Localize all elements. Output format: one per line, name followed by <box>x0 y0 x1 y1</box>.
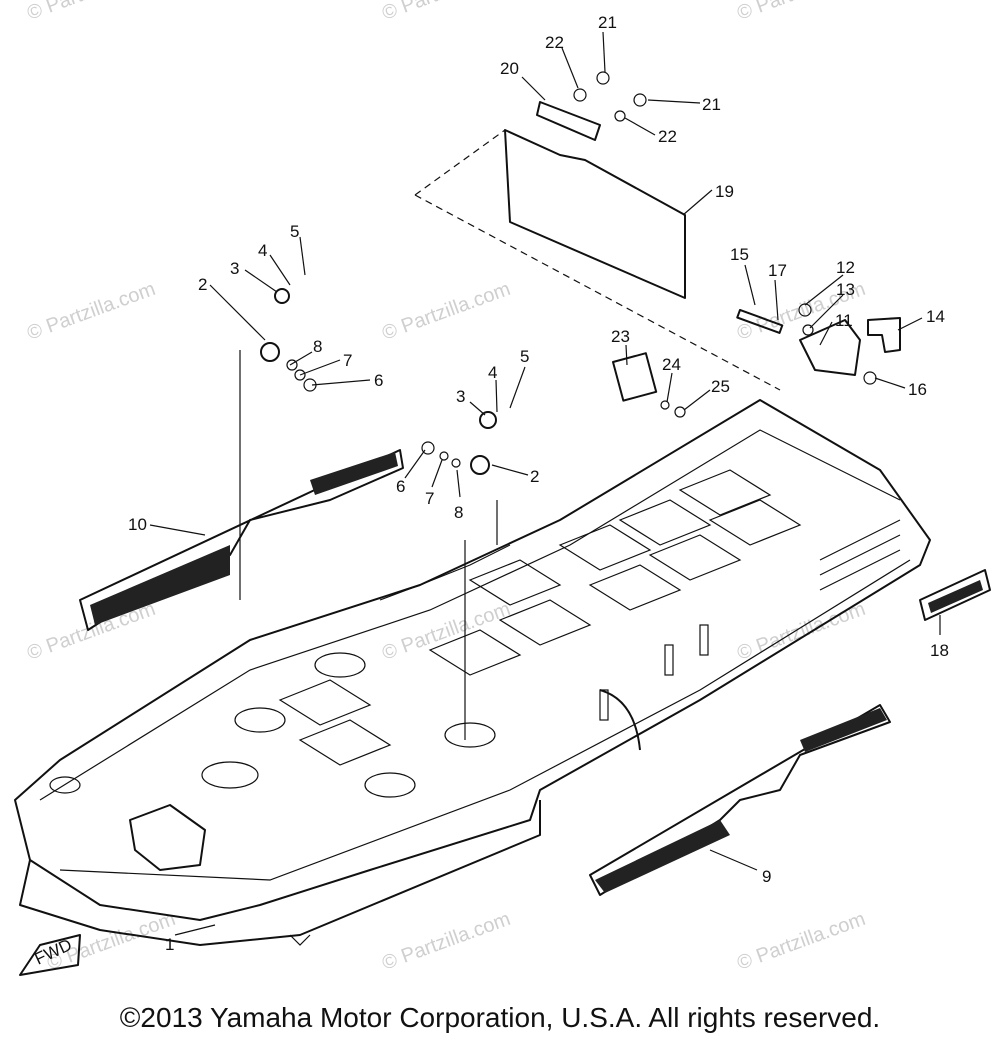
emblem <box>919 569 991 621</box>
callout-5: 5 <box>520 347 529 366</box>
callout-7: 7 <box>343 351 352 370</box>
callout-24: 24 <box>662 355 681 374</box>
callout-3: 3 <box>456 387 465 406</box>
callout-6: 6 <box>396 477 405 496</box>
leader-lines <box>149 31 941 936</box>
parts-diagram: © Partzilla.com © Partzilla.com © Partzi… <box>14 0 991 976</box>
callout-21: 21 <box>598 13 617 32</box>
callout-8: 8 <box>313 337 322 356</box>
callout-7: 7 <box>425 489 434 508</box>
running-board-right <box>589 704 891 896</box>
callout-20: 20 <box>500 59 519 78</box>
watermark: © Partzilla.com <box>379 908 513 975</box>
callout-19: 19 <box>715 182 734 201</box>
watermark: © Partzilla.com <box>379 598 513 665</box>
callout-4: 4 <box>488 363 497 382</box>
callout-2: 2 <box>198 275 207 294</box>
callout-10: 10 <box>128 515 147 534</box>
hinge-assembly <box>736 303 901 385</box>
callout-16: 16 <box>908 380 927 399</box>
watermark: © Partzilla.com <box>24 0 158 25</box>
watermark: © Partzilla.com <box>379 0 513 25</box>
watermark: © Partzilla.com <box>734 0 868 25</box>
watermark: © Partzilla.com <box>24 278 158 345</box>
callouts: 1 2 3 4 5 2 3 4 5 6 7 8 6 7 8 9 10 11 12… <box>128 13 949 954</box>
watermark: © Partzilla.com <box>379 278 513 345</box>
callout-12: 12 <box>836 258 855 277</box>
callout-4: 4 <box>258 241 267 260</box>
callout-25: 25 <box>711 377 730 396</box>
callout-2: 2 <box>530 467 539 486</box>
frame-body <box>14 399 931 946</box>
callout-23: 23 <box>611 327 630 346</box>
callout-9: 9 <box>762 867 771 886</box>
watermarks: © Partzilla.com © Partzilla.com © Partzi… <box>24 0 868 975</box>
fastener-stack-left <box>239 288 317 600</box>
callout-15: 15 <box>730 245 749 264</box>
callout-17: 17 <box>768 261 787 280</box>
running-board-left <box>79 449 404 631</box>
callout-18: 18 <box>930 641 949 660</box>
callout-22: 22 <box>545 33 564 52</box>
watermark: © Partzilla.com <box>734 908 868 975</box>
callout-11: 11 <box>835 311 853 330</box>
copyright-notice: ©2013 Yamaha Motor Corporation, U.S.A. A… <box>119 1002 881 1033</box>
callout-22: 22 <box>658 127 677 146</box>
cover-plate <box>414 129 781 391</box>
tag-plate <box>612 352 686 418</box>
fastener-stack-center <box>421 411 498 740</box>
callout-14: 14 <box>926 307 945 326</box>
bracket-20 <box>536 71 647 141</box>
callout-21: 21 <box>702 95 721 114</box>
callout-1: 1 <box>165 935 174 954</box>
callout-5: 5 <box>290 222 299 241</box>
callout-6: 6 <box>374 371 383 390</box>
callout-13: 13 <box>836 280 855 299</box>
callout-3: 3 <box>230 259 239 278</box>
callout-8: 8 <box>454 503 463 522</box>
